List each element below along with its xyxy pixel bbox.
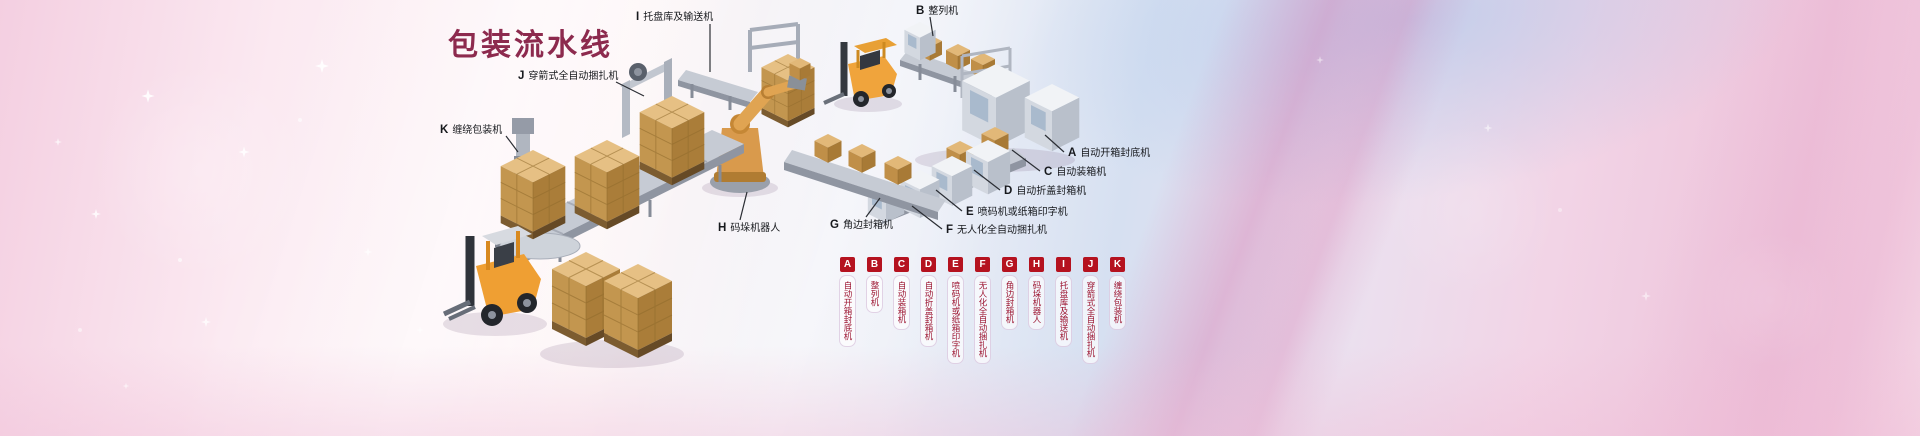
legend-item-f: F 无人化全自动捆扎机 <box>974 257 991 364</box>
legend-letter-badge: B <box>867 257 882 272</box>
legend-letter-badge: E <box>948 257 963 272</box>
page-title: 包装流水线 <box>448 29 613 62</box>
callout-leader-lines <box>505 16 1065 230</box>
callout-b-label: 整列机 <box>928 6 959 17</box>
callout-h-label: 码垛机器人 <box>730 223 781 234</box>
callout-i-label: 托盘库及输送机 <box>643 12 714 23</box>
legend-item-h: H 码垛机器人 <box>1028 257 1045 330</box>
legend-letter-badge: F <box>975 257 990 272</box>
callout-f-letter: F <box>946 224 954 236</box>
legend-letter-badge: K <box>1110 257 1125 272</box>
legend-label: 无人化全自动捆扎机 <box>974 275 991 364</box>
callout-k-label: 缠绕包装机 <box>452 125 503 136</box>
legend-letter-badge: J <box>1083 257 1098 272</box>
legend-label: 穿箭式全自动捆扎机 <box>1082 275 1099 364</box>
callout-k-letter: K <box>440 124 449 136</box>
callout-e-label: 喷码机或纸箱印字机 <box>977 207 1068 218</box>
callout-d-letter: D <box>1004 185 1013 197</box>
legend-label: 整列机 <box>866 275 883 313</box>
callout-f-label: 无人化全自动捆扎机 <box>957 225 1048 236</box>
legend-letter-badge: G <box>1002 257 1017 272</box>
pallet-stacks <box>500 95 705 240</box>
sparkles <box>54 56 1651 390</box>
legend-item-a: A 自动开箱封底机 <box>839 257 856 347</box>
legend-item-i: I 托盘库及输送机 <box>1055 257 1072 347</box>
legend-label: 自动装箱机 <box>893 275 910 330</box>
legend-label: 托盘库及输送机 <box>1055 275 1072 347</box>
legend-label: 喷码机或纸箱印字机 <box>947 275 964 364</box>
callout-b-letter: B <box>916 5 925 17</box>
callout-a-label: 自动开箱封底机 <box>1080 148 1151 159</box>
forklift-bottom <box>442 226 541 326</box>
callout-e-letter: E <box>966 206 974 218</box>
strapping-machine-arch <box>620 58 672 138</box>
legend-letter-badge: I <box>1056 257 1071 272</box>
forklift-top <box>823 38 897 107</box>
callout-j-label: 穿箭式全自动捆扎机 <box>528 71 619 82</box>
legend-label: 自动开箱封底机 <box>839 275 856 347</box>
legend-item-k: K 缠绕包装机 <box>1109 257 1126 330</box>
legend-letter-badge: C <box>894 257 909 272</box>
legend-item-b: B 整列机 <box>866 257 883 313</box>
callout-c-letter: C <box>1044 166 1053 178</box>
corner-sealing-conveyor <box>784 133 946 220</box>
pallet-magazine <box>678 22 815 128</box>
legend-item-c: C 自动装箱机 <box>893 257 910 330</box>
callout-g-label: 角边封箱机 <box>842 220 893 231</box>
legend-item-d: D 自动折盖封箱机 <box>920 257 937 347</box>
callout-i-letter: I <box>636 11 640 23</box>
legend-label: 码垛机器人 <box>1028 275 1045 330</box>
callout-g-letter: G <box>830 219 839 231</box>
legend-item-g: G 角边封箱机 <box>1001 257 1018 330</box>
legend-letter-badge: D <box>921 257 936 272</box>
legend: A 自动开箱封底机 B 整列机 C 自动装箱机 D 自动折盖封箱机 E 喷码机或… <box>839 257 1126 364</box>
legend-item-e: E 喷码机或纸箱印字机 <box>947 257 964 364</box>
legend-label: 自动折盖封箱机 <box>920 275 937 347</box>
callout-c-label: 自动装箱机 <box>1056 167 1107 178</box>
callout-h-letter: H <box>718 222 727 234</box>
callout-d-label: 自动折盖封箱机 <box>1016 186 1087 197</box>
legend-letter-badge: H <box>1029 257 1044 272</box>
finished-pallet <box>551 251 673 359</box>
legend-label: 角边封箱机 <box>1001 275 1018 330</box>
legend-letter-badge: A <box>840 257 855 272</box>
legend-item-j: J 穿箭式全自动捆扎机 <box>1082 257 1099 364</box>
case-packer-cluster <box>962 64 1080 152</box>
callout-a-letter: A <box>1068 147 1077 159</box>
callout-j-letter: J <box>518 70 525 82</box>
legend-label: 缠绕包装机 <box>1109 275 1126 330</box>
